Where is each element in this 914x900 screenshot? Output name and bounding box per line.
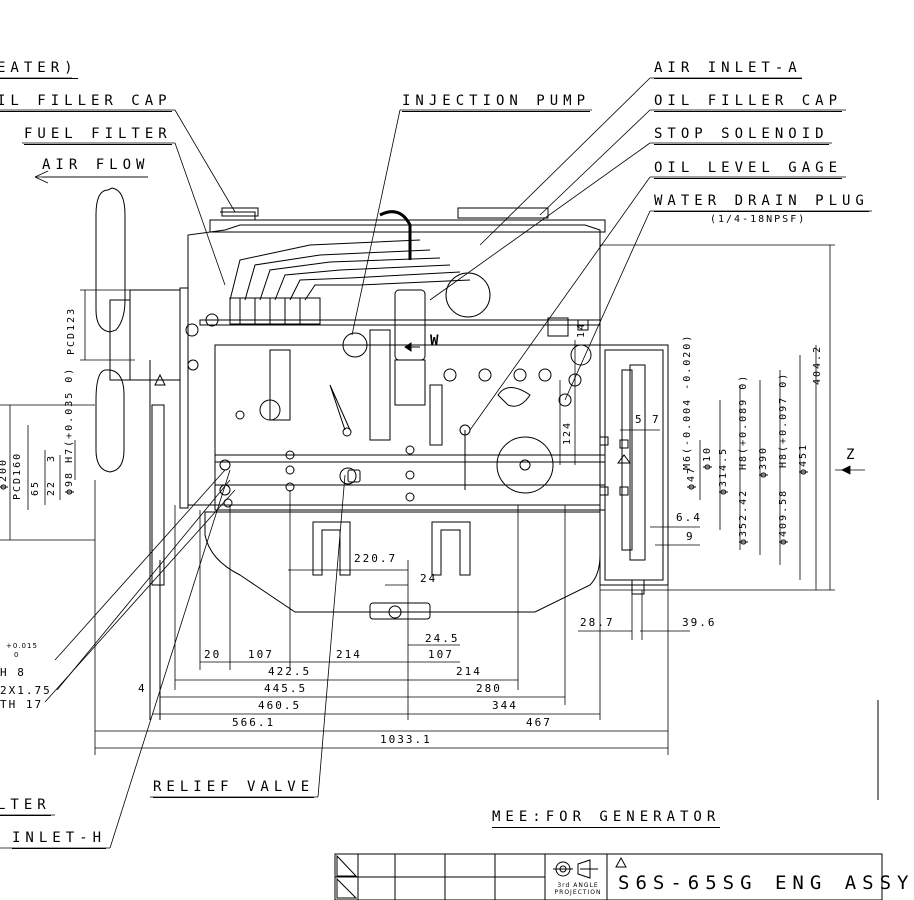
label-mee-for-generator: MEE:FOR GENERATOR [492, 809, 721, 828]
note-thread: 2X1.75 [0, 684, 52, 697]
dim-220-7: 220.7 [354, 552, 398, 565]
dim-phi352-42: ϕ352.42 [738, 488, 749, 545]
dim-phi390: ϕ390 [758, 445, 769, 478]
dim-24: 24 [420, 572, 438, 585]
label-air-inlet-a: AIR INLET-A [654, 60, 802, 79]
dim-7: 7 [652, 413, 661, 426]
dimension-lines [0, 170, 865, 755]
dim-1033-1: 1033.1 [380, 733, 432, 746]
label-relief-valve: RELIEF VALVE [153, 779, 315, 798]
dim-214-left: 214 [336, 648, 362, 661]
label-heater: EATER) [0, 60, 78, 79]
dim-pcd160: PCD160 [12, 451, 23, 500]
label-water-drain-plug: WATER DRAIN PLUG [654, 193, 869, 212]
dim-9: 9 [686, 530, 695, 543]
dim-h7-98: ϕ98 H7(+0.035 0) [64, 366, 75, 495]
dim-28-7: 28.7 [580, 616, 615, 629]
dim-pcd123: PCD123 [66, 306, 77, 355]
label-injection-pump: INJECTION PUMP [402, 93, 591, 112]
title-block [334, 700, 883, 900]
dim-phi47: ϕ47 [686, 465, 697, 490]
dim-24-5: 24.5 [425, 632, 460, 645]
dim-467: 467 [526, 716, 552, 729]
dim-phi451: ϕ451 [798, 442, 809, 475]
label-oil-filler-cap-right: OIL FILLER CAP [654, 93, 843, 112]
label-water-drain-plug-spec: (1/4-18NPSF) [710, 214, 807, 225]
label-air-inlet-h: INLET-H [12, 830, 107, 849]
dim-4: 4 [138, 682, 147, 695]
drawing-title: S6S-65SG ENG ASSY [618, 872, 914, 894]
dim-phi314-5: ϕ314.5 [718, 446, 729, 495]
dim-phi409-58: ϕ409.58 [778, 488, 789, 545]
label-stop-solenoid: STOP SOLENOID [654, 126, 829, 145]
note-depth: TH 17 [0, 698, 44, 711]
dim-6-4: 6.4 [676, 511, 702, 524]
dim-65: 65 [30, 479, 41, 496]
dim-214-right: 214 [456, 665, 482, 678]
dim-107-right: 107 [428, 648, 454, 661]
dim-20: 20 [204, 648, 222, 661]
projection-note: 3rd ANGLE PROJECTION [554, 882, 602, 896]
dim-h8-089: H8(+0.089 0) [738, 373, 749, 470]
engine-block [154, 207, 631, 620]
dim-460-5: 460.5 [258, 699, 302, 712]
note-tol-lower: 0 [14, 651, 20, 659]
dim-phi200: ϕ200 [0, 457, 9, 490]
label-view-w: W [430, 333, 439, 349]
label-oil-level-gage: OIL LEVEL GAGE [654, 160, 843, 179]
cooling-fan [95, 187, 189, 720]
label-filter-left: LTER [0, 797, 51, 816]
dim-445-5: 445.5 [264, 682, 308, 695]
dim-422-5: 422.5 [268, 665, 312, 678]
dim-m6: M6(-0.004 -0.020) [682, 333, 693, 470]
dim-39-6: 39.6 [682, 616, 717, 629]
label-oil-filler-cap-left: IL FILLER CAP [0, 93, 172, 112]
dim-phi10: ϕ10 [702, 445, 713, 470]
dim-404-2: 404.2 [812, 344, 823, 385]
note-h8: H 8 [0, 666, 26, 679]
note-tol-upper: +0.015 [6, 642, 38, 650]
label-view-z: Z [846, 447, 855, 463]
dim-566-1: 566.1 [232, 716, 276, 729]
engine-assembly-drawing [0, 77, 883, 900]
dim-22: 22 [46, 479, 57, 496]
dim-280: 280 [476, 682, 502, 695]
dim-h8-097: H8(+0.097 0) [778, 371, 789, 468]
dim-344: 344 [492, 699, 518, 712]
dim-107-left: 107 [248, 648, 274, 661]
flywheel-housing [599, 344, 669, 595]
label-fuel-filter: FUEL FILTER [24, 126, 172, 145]
dim-5: 5 [635, 413, 644, 426]
dim-124: 124 [562, 420, 573, 445]
dim-14: 14 [576, 321, 587, 338]
label-air-flow: AIR FLOW [42, 157, 150, 173]
dim-3: 3 [46, 453, 57, 462]
